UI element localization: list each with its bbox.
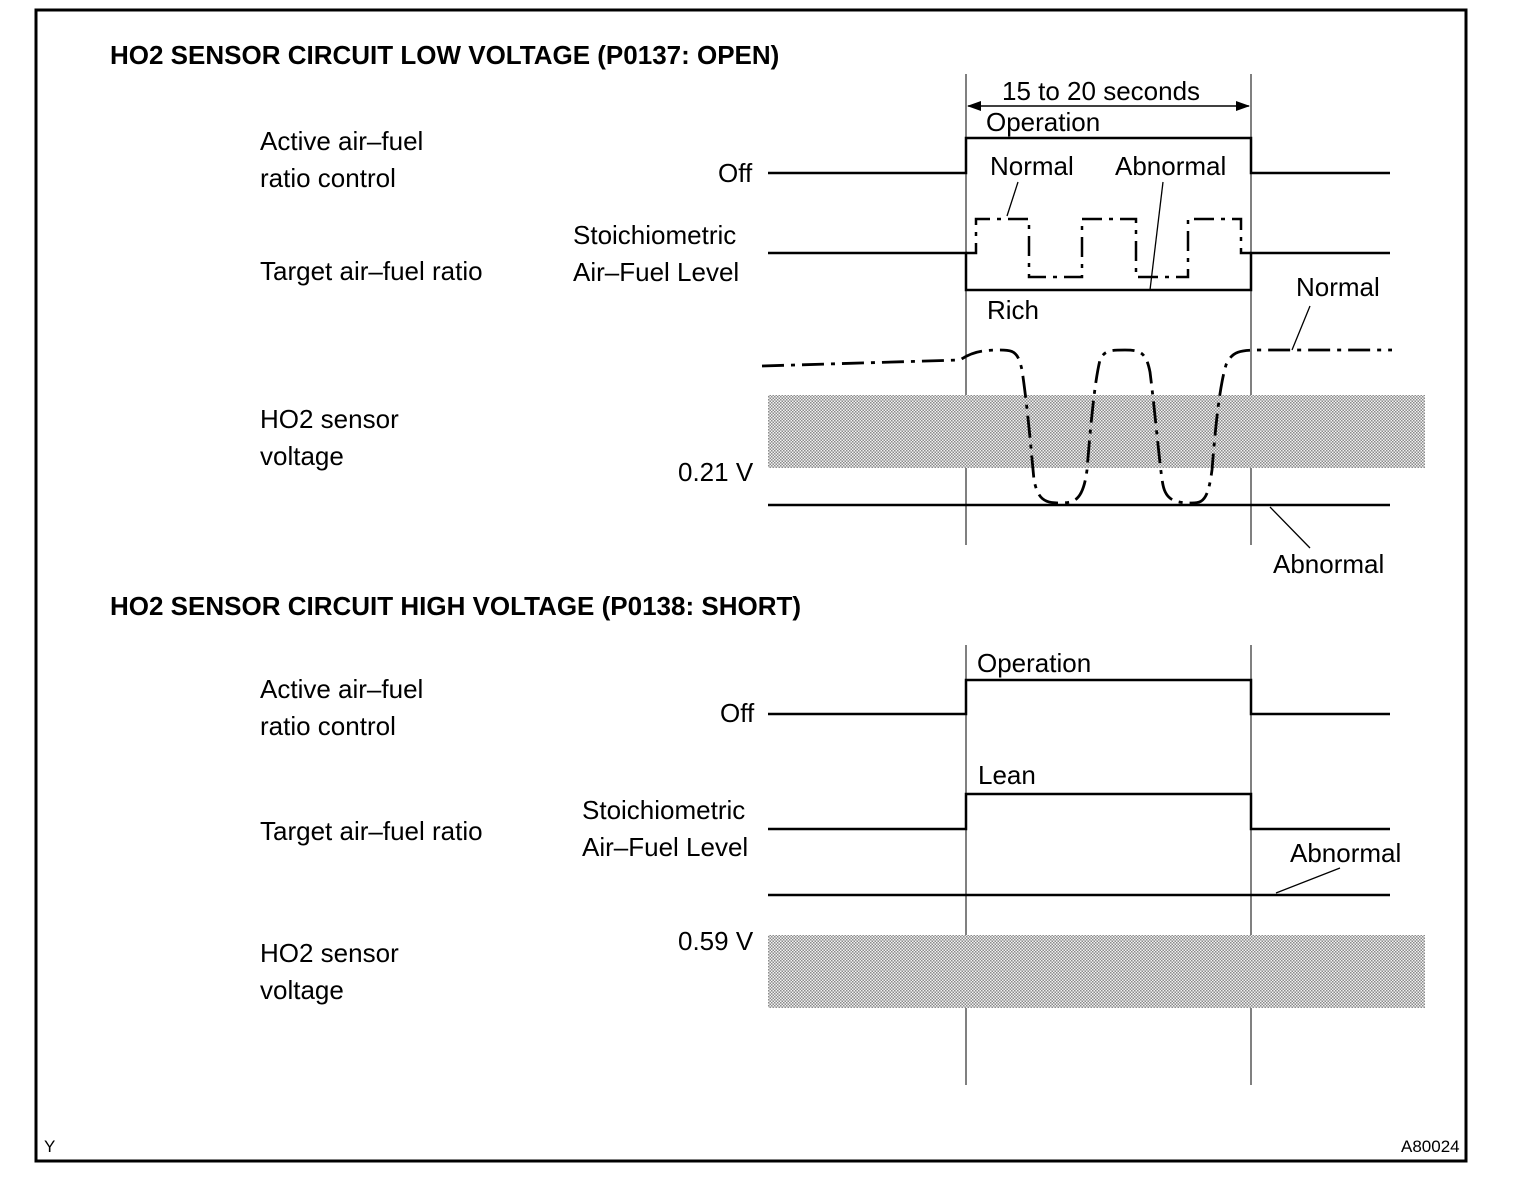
stoich-label-line1-2: Stoichiometric (582, 795, 745, 825)
section-low-title: HO2 SENSOR CIRCUIT LOW VOLTAGE (P0137: O… (110, 40, 779, 70)
low-voltage-band (768, 395, 1425, 468)
normal-label: Normal (990, 151, 1074, 181)
active-afr-signal (768, 136, 1390, 175)
normal-leader (1006, 181, 1019, 217)
abnormal-label: Abnormal (1115, 151, 1226, 181)
operation-label-2: Operation (977, 648, 1091, 678)
sensor-label-line2: voltage (260, 441, 344, 471)
stoich-label-line2: Air–Fuel Level (573, 257, 739, 287)
threshold-label-high: 0.59 V (678, 926, 754, 956)
active-afr-label-line2-2: ratio control (260, 711, 396, 741)
rich-label: Rich (987, 295, 1039, 325)
sensor-label-line2-2: voltage (260, 975, 344, 1005)
off-label: Off (718, 158, 753, 188)
active-afr-label-line1-2: Active air–fuel (260, 674, 423, 704)
footer-left-code: Y (44, 1137, 55, 1156)
sensor-normal-wave (761, 348, 1392, 505)
target-afr-abnormal-signal (768, 251, 1390, 292)
sensor-normal-label: Normal (1296, 272, 1380, 302)
active-afr-label-line2: ratio control (260, 163, 396, 193)
target-afr-label: Target air–fuel ratio (260, 256, 483, 286)
sensor-abnormal-leader (1269, 506, 1311, 549)
stoich-label-line1: Stoichiometric (573, 220, 736, 250)
stoich-label-line2-2: Air–Fuel Level (582, 832, 748, 862)
threshold-label-low: 0.21 V (678, 457, 754, 487)
active-afr-signal-2 (768, 678, 1390, 716)
frame-border (34, 8, 1468, 1163)
lean-label: Lean (978, 760, 1036, 790)
abnormal-leader (1149, 181, 1164, 291)
operation-label: Operation (986, 107, 1100, 137)
target-afr-label-2: Target air–fuel ratio (260, 816, 483, 846)
sensor-abnormal-label: Abnormal (1273, 549, 1384, 579)
sensor-label-line1: HO2 sensor (260, 404, 399, 434)
sensor-abnormal-leader-2 (1275, 867, 1341, 894)
section-high-title: HO2 SENSOR CIRCUIT HIGH VOLTAGE (P0138: … (110, 591, 801, 621)
off-label-2: Off (720, 698, 755, 728)
footer-right-code: A80024 (1401, 1137, 1460, 1156)
active-afr-label-line1: Active air–fuel (260, 126, 423, 156)
target-afr-signal-2 (768, 792, 1390, 831)
high-voltage-band (768, 935, 1425, 1008)
sensor-normal-leader (1291, 305, 1311, 351)
sensor-label-line1-2: HO2 sensor (260, 938, 399, 968)
duration-label: 15 to 20 seconds (1002, 76, 1200, 106)
target-afr-normal-signal (966, 217, 1251, 279)
sensor-abnormal-label-2: Abnormal (1290, 838, 1401, 868)
